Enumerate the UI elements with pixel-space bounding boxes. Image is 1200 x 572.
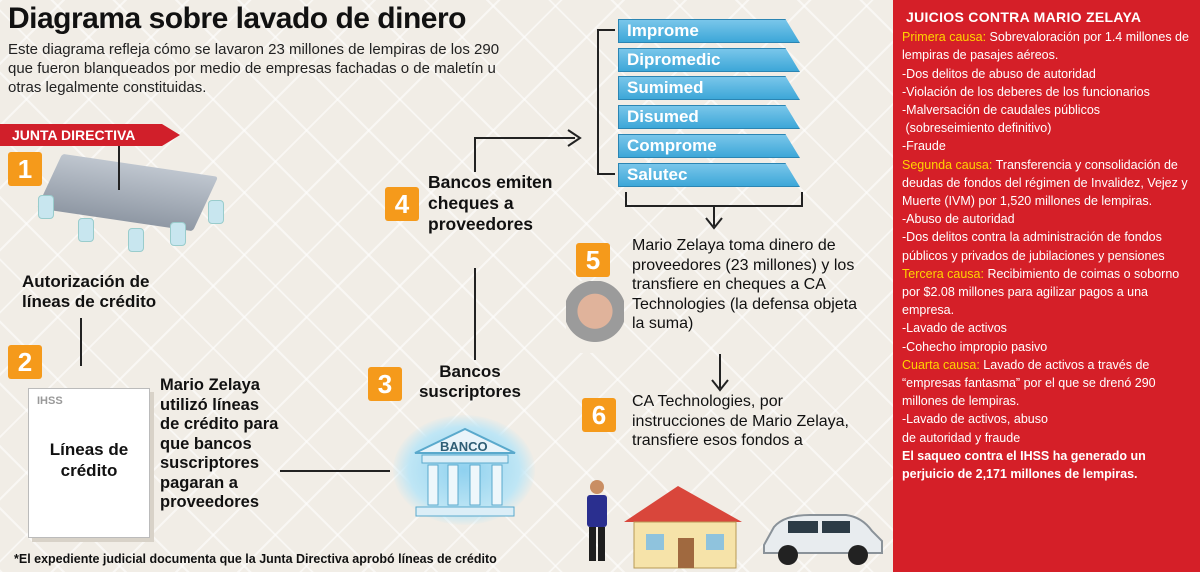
credit-lines-document: IHSS Líneas de crédito [28,388,150,538]
cause-2-item: -Abuso de autoridad [902,212,1015,227]
cause-3-item: -Cohecho impropio pasivo [902,339,1048,354]
provider-sumimed: Sumimed [618,76,800,100]
step-1-badge: 1 [8,152,42,186]
cause-4-item: de autoridad y fraude [902,430,1021,445]
diagram-title: Diagrama sobre lavado de dinero [8,2,466,35]
cause-1-item: (sobreseimiento definitivo) [902,121,1052,136]
intro-text: Este diagrama refleja cómo se lavaron 23… [8,41,500,96]
cause-2-text: Transferencia y consolidación de deudas … [902,157,1188,209]
step-2-badge: 2 [8,345,42,379]
chair-icon [208,200,224,224]
provider-comprome: Comprome [618,134,800,158]
cause-1-label: Primera causa: [902,30,987,45]
cause-3: Tercera causa: Recibimiento de coimas o … [902,265,1192,320]
doc-ihss-label: IHSS [37,395,63,407]
connector-line [280,470,390,472]
connector-line [80,318,82,366]
cause-4-label: Cuarta causa: [902,357,980,372]
cause-2-item: -Dos delitos contra la administración de… [902,230,1165,263]
step-1-caption: Autorización de líneas de crédito [22,272,157,311]
house-icon [624,486,742,569]
doc-title: Líneas de crédito [49,440,129,480]
cause-1-item: -Malversación de caudales públicos [902,103,1101,118]
provider-disumed: Disumed [618,105,800,129]
step-6-badge: 6 [582,398,616,432]
cause-4: Cuarta causa: Lavado de activos a través… [902,356,1192,411]
cause-4-text: Lavado de activos a través de “empresas … [902,357,1156,409]
cause-1: Primera causa: Sobrevaloración por 1.4 m… [902,28,1192,64]
step-5-badge: 5 [576,243,610,277]
bank-building-icon [414,427,516,517]
providers-bracket-arrow [474,29,615,175]
cause-1-item: -Dos delitos de abuso de autoridad [902,66,1096,81]
cause-4-item: -Lavado de activos, abuso [902,412,1048,427]
meeting-table-illustration [36,153,219,232]
chair-icon [170,222,186,246]
cause-3-text: Recibimiento de coimas o soborno por $2.… [902,266,1180,318]
portrait-mario-zelaya [566,281,624,353]
chair-icon [128,228,144,252]
chair-icon [38,195,54,219]
sidebar-heading: JUICIOS CONTRA MARIO ZELAYA [906,9,1142,25]
step-4-text: Bancos emiten cheques a proveedores [428,172,553,234]
connector-line [474,268,476,360]
businessman-icon [587,480,607,561]
junta-directiva-banner: JUNTA DIRECTIVA [0,124,180,146]
sidebar-conclusion: El saqueo contra el IHSS ha generado un … [902,448,1146,482]
cause-2-label: Segunda causa: [902,157,993,172]
connector-line [118,146,120,190]
step-6-text: CA Technologies, por instrucciones de Ma… [632,393,849,449]
car-icon [763,514,883,565]
step-3-title: Bancos suscriptores [418,362,522,401]
footnote: *El expediente judicial documenta que la… [14,552,497,566]
cause-1-item: -Fraude [902,139,946,154]
provider-salutec: Salutec [618,163,800,187]
step-4-badge: 4 [385,187,419,221]
juicios-sidebar: JUICIOS CONTRA MARIO ZELAYA Primera caus… [893,0,1200,572]
bank-label: BANCO [440,439,488,454]
arrow-down-icon [711,354,729,392]
step-5-text: Mario Zelaya toma dinero de proveedores … [632,237,858,332]
cause-2: Segunda causa: Transferencia y consolida… [902,156,1192,211]
cause-1-text: Sobrevaloración por 1.4 millones de lemp… [902,30,1189,63]
cause-3-label: Tercera causa: [902,266,984,281]
provider-dipromedic: Dipromedic [618,48,800,72]
cause-1-item: -Violación de los deberes de los funcion… [902,84,1150,99]
chair-icon [78,218,94,242]
provider-improme: Improme [618,19,800,43]
cause-3-item: -Lavado de activos [902,321,1007,336]
step-3-badge: 3 [368,367,402,401]
step-2-text: Mario Zelaya utilizó líneas de crédito p… [160,376,279,511]
providers-bottom-bracket [625,192,803,230]
